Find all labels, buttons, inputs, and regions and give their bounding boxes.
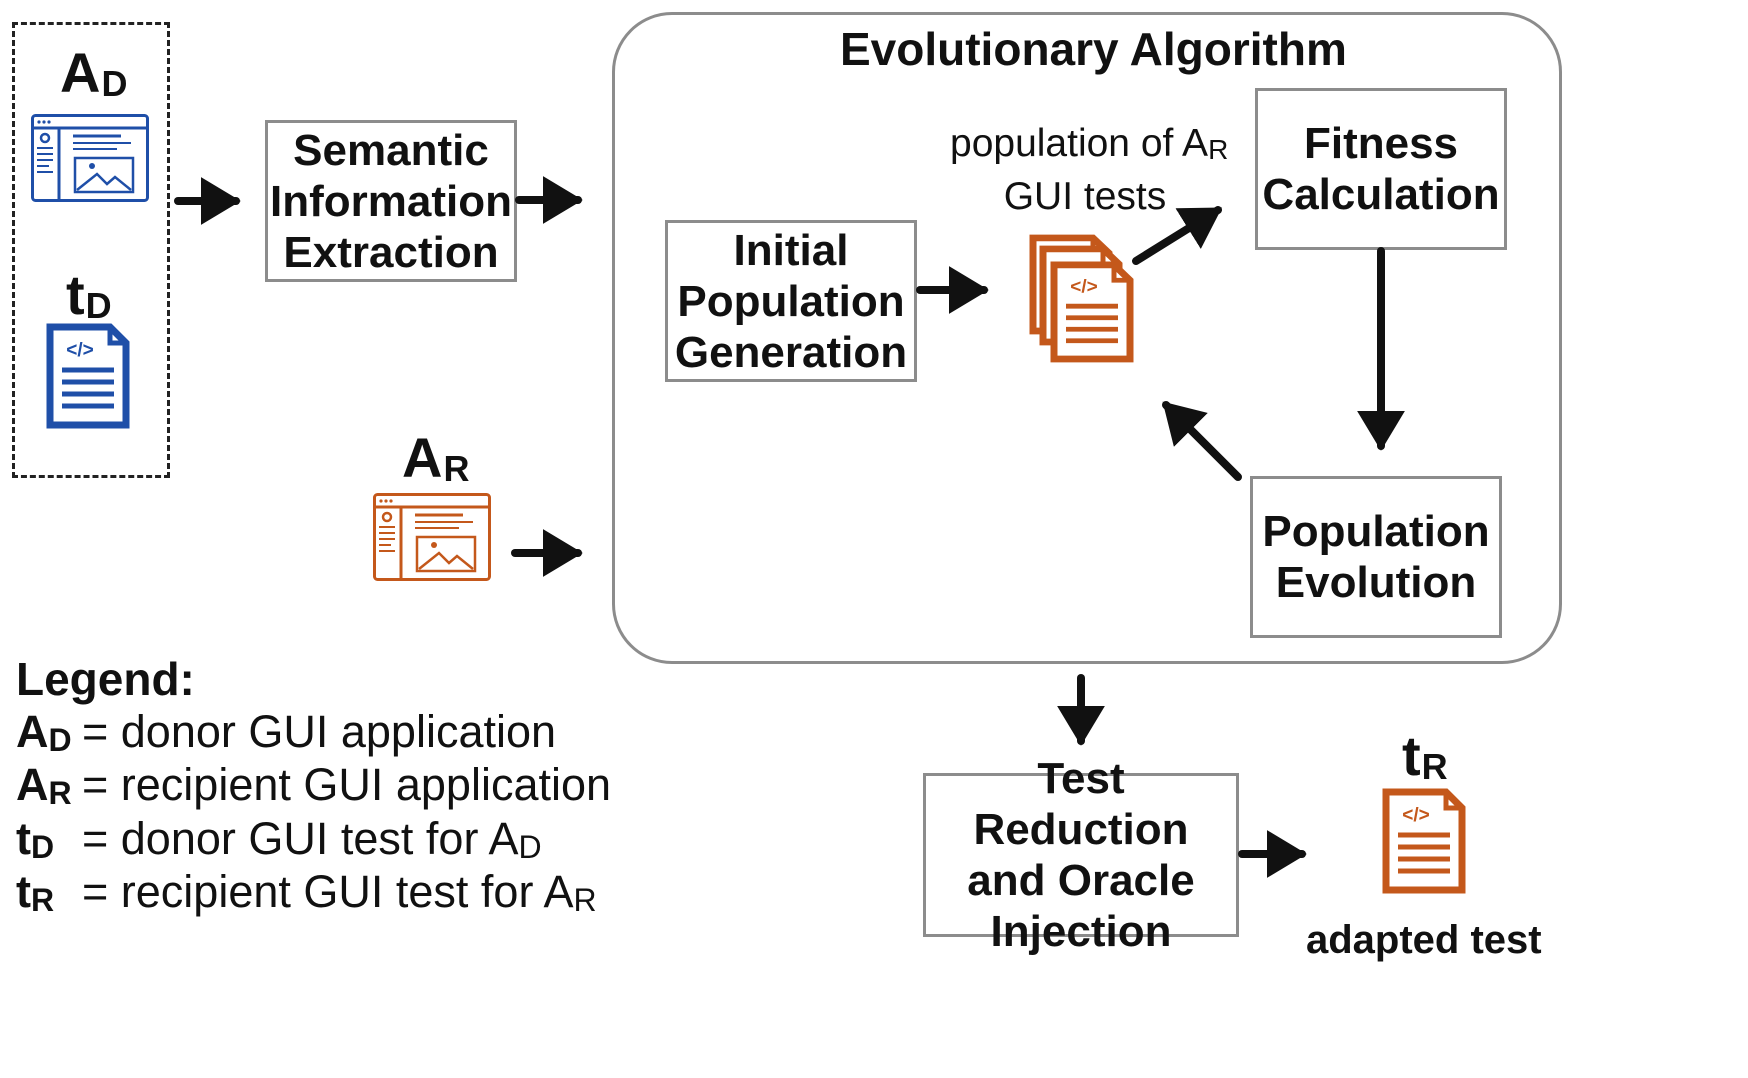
donor-test-code-document-icon <box>50 327 126 425</box>
recipient-test-symbol: tR <box>1402 724 1448 787</box>
recipient-app-browser-icon <box>373 493 491 581</box>
population-stacked-code-documents-icon <box>1033 238 1130 359</box>
population-label-sub: R <box>1208 134 1229 165</box>
fitness-calculation-box: Fitness Calculation <box>1255 88 1507 250</box>
legend-row-donor-app: AD= donor GUI application <box>16 706 557 758</box>
recipient-app-symbol: AR <box>402 426 470 489</box>
initial-population-generation-box: Initial Population Generation <box>665 220 917 382</box>
recipient-test-code-document-icon <box>1386 792 1462 890</box>
evolutionary-algorithm-container <box>612 12 1562 664</box>
legend-row-recipient-app: AR= recipient GUI application <box>16 759 612 811</box>
legend-title: Legend: <box>16 653 195 705</box>
donor-test-symbol: tD <box>66 263 112 326</box>
arrow-evolution-to-population <box>1162 401 1242 481</box>
population-label-line1: population of A <box>950 122 1209 165</box>
population-evolution-box: Population Evolution <box>1250 476 1502 638</box>
arrow-population-to-fitness <box>1132 206 1223 265</box>
population-label-line2: GUI tests <box>1003 175 1167 218</box>
adapted-test-caption: adapted test <box>1306 918 1542 962</box>
donor-app-browser-icon <box>31 114 149 202</box>
donor-app-symbol: AD <box>60 41 128 104</box>
legend-row-recipient-test: tR= recipient GUI test for AR <box>16 866 597 918</box>
semantic-information-extraction-box: Semantic Information Extraction <box>265 120 517 282</box>
population-label: population of AR GUI tests <box>950 120 1228 220</box>
legend-row-donor-test: tD= donor GUI test for AD <box>16 813 542 865</box>
evolutionary-algorithm-title: Evolutionary Algorithm <box>840 23 1347 75</box>
donor-group <box>12 22 170 478</box>
